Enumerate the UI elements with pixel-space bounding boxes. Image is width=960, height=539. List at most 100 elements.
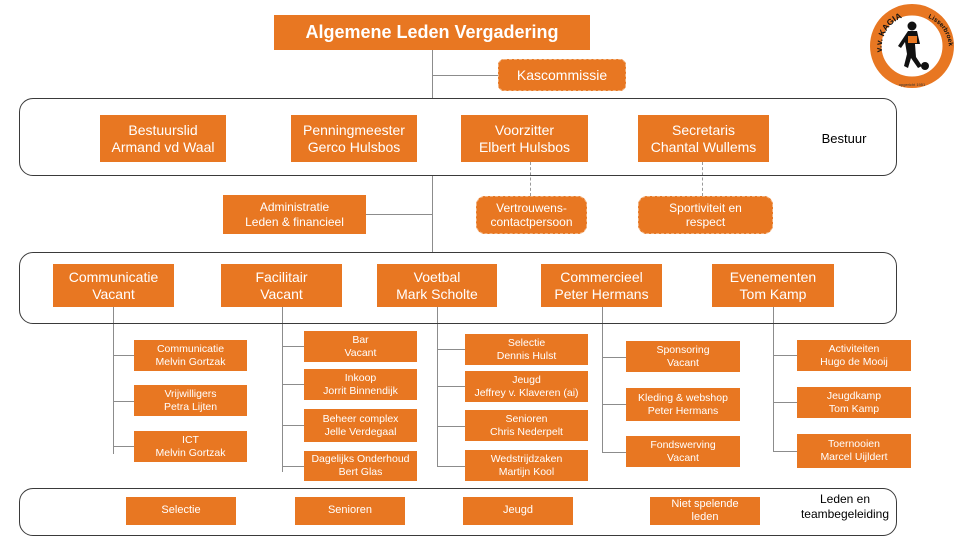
bestuur-member: Voorzitter Elbert Hulsbos <box>461 115 588 162</box>
leden-group-box: Jeugd <box>463 497 573 525</box>
kagia-logo: v.v. KAGIA Lisserbroek opgericht 1951 <box>870 4 954 88</box>
commissie-box: Commercieel Peter Hermans <box>541 264 662 307</box>
sub-title: Communicatie <box>156 342 225 355</box>
sub-person: Peter Hermans <box>647 404 719 417</box>
ball <box>921 62 929 70</box>
commissie-lead: Vacant <box>92 285 135 302</box>
kascommissie-box: Kascommissie <box>498 59 626 91</box>
sub-box: Kleding & webshop Peter Hermans <box>626 388 740 421</box>
sub-box: Beheer complex Jelle Verdegaal <box>304 409 417 442</box>
commissie-name: Commercieel <box>560 268 643 285</box>
commissies-band <box>19 252 897 324</box>
sub-title: Inkoop <box>344 371 377 384</box>
sub-title: Selectie <box>507 336 546 349</box>
sub-box: Jeugd Jeffrey v. Klaveren (ai) <box>465 371 588 402</box>
sub-person: Tom Kamp <box>828 402 880 415</box>
role: Bestuurslid <box>128 121 198 138</box>
vertrouwens-line1: Vertrouwens- <box>496 200 567 215</box>
commissie-name: Evenementen <box>729 268 817 285</box>
sub-person: Melvin Gortzak <box>155 446 226 459</box>
sub-title: ICT <box>182 433 199 446</box>
sub-person: Melvin Gortzak <box>155 355 226 368</box>
sub-title: Bar <box>352 333 369 346</box>
sub-title: Senioren <box>505 412 548 425</box>
sub-box: Senioren Chris Nederpelt <box>465 410 588 441</box>
leden-label-line2: teambegeleiding <box>800 507 890 521</box>
administratie-box: Administratie Leden & financieel <box>223 195 366 234</box>
sub-person: Marcel Uijldert <box>820 451 888 463</box>
bestuur-band <box>19 98 897 176</box>
sub-box: Sponsoring Vacant <box>626 341 740 372</box>
sub-box: Selectie Dennis Hulst <box>465 334 588 365</box>
bestuur-member: Secretaris Chantal Wullems <box>638 115 769 162</box>
sub-title: Sponsoring <box>656 343 710 356</box>
sub-box: Dagelijks Onderhoud Bert Glas <box>304 451 417 481</box>
commissie-lead: Tom Kamp <box>739 285 807 302</box>
leden-group-box: Niet spelende leden <box>650 497 760 525</box>
leden-group-box: Senioren <box>295 497 405 525</box>
kascommissie-label: Kascommissie <box>516 66 608 83</box>
name: Armand vd Waal <box>111 138 215 155</box>
player-head <box>907 21 917 31</box>
administratie-line1: Administratie <box>259 200 330 215</box>
bestuur-member: Bestuurslid Armand vd Waal <box>100 115 226 162</box>
commissie-box: Voetbal Mark Scholte <box>377 264 497 307</box>
leden-label: Leden en teambegeleiding <box>790 492 900 522</box>
sub-person: Petra Lijten <box>163 400 218 413</box>
sportiviteit-line2: respect <box>685 215 726 229</box>
commissie-name: Communicatie <box>68 268 159 285</box>
sub-box: Vrijwilligers Petra Lijten <box>134 385 247 416</box>
sub-box: Wedstrijdzaken Martijn Kool <box>465 450 588 481</box>
sub-title: Wedstrijdzaken <box>490 452 563 465</box>
leden-label-line1: Leden en <box>819 492 871 506</box>
leden-group-label: Jeugd <box>503 504 533 517</box>
name: Gerco Hulsbos <box>307 138 401 155</box>
sportiviteit-box: Sportiviteit en respect <box>638 196 773 234</box>
sub-title: Kleding & webshop <box>638 391 728 404</box>
commissie-lead: Peter Hermans <box>554 285 649 302</box>
sub-title: Jeugdkamp <box>826 389 882 402</box>
algemene-leden-vergadering-box: Algemene Leden Vergadering <box>274 15 590 50</box>
sub-person: Vacant <box>667 451 699 464</box>
leden-group-label: Selectie <box>161 504 201 517</box>
sub-person: Dennis Hulst <box>496 349 557 362</box>
sub-person: Jelle Verdegaal <box>324 425 397 438</box>
sub-box: Activiteiten Hugo de Mooij <box>797 340 911 371</box>
commissie-lead: Vacant <box>260 285 303 302</box>
sub-box: Communicatie Melvin Gortzak <box>134 340 247 371</box>
commissie-box: Evenementen Tom Kamp <box>712 264 834 307</box>
sub-box: Inkoop Jorrit Binnendijk <box>304 369 417 400</box>
leden-group-box: Selectie <box>126 497 236 525</box>
sub-box: Bar Vacant <box>304 331 417 362</box>
sub-person: Chris Nederpelt <box>490 425 563 438</box>
sub-box: Jeugdkamp Tom Kamp <box>797 387 911 418</box>
role: Voorzitter <box>494 121 555 138</box>
sub-person: Jeffrey v. Klaveren (ai) <box>474 386 579 399</box>
sub-title: Toernooien <box>828 438 880 451</box>
sub-box: ICT Melvin Gortzak <box>134 431 247 462</box>
sub-person: Bert Glas <box>338 466 383 478</box>
commissie-box: Facilitair Vacant <box>221 264 342 307</box>
algemene-leden-vergadering-label: Algemene Leden Vergadering <box>305 21 559 42</box>
commissie-box: Communicatie Vacant <box>53 264 174 307</box>
commissie-name: Voetbal <box>413 268 461 285</box>
sub-title: Dagelijks Onderhoud <box>311 453 410 466</box>
sub-person: Hugo de Mooij <box>820 355 888 368</box>
leden-group-label: Senioren <box>327 504 373 517</box>
role: Penningmeester <box>303 121 405 138</box>
niet-spelende-line1: Niet spelende <box>671 497 739 510</box>
vertrouwens-line2: contactpersoon <box>490 215 573 229</box>
niet-spelende-line2: leden <box>691 511 719 523</box>
leden-band <box>19 488 897 536</box>
sub-title: Jeugd <box>512 373 541 386</box>
name: Elbert Hulsbos <box>478 138 571 155</box>
sub-title: Fondswerving <box>650 438 716 451</box>
logo-founded: opgericht 1951 <box>899 82 926 87</box>
role: Secretaris <box>671 121 736 138</box>
administratie-line2: Leden & financieel <box>245 214 344 229</box>
sportiviteit-line1: Sportiviteit en <box>669 200 742 215</box>
sub-box: Toernooien Marcel Uijldert <box>797 434 911 468</box>
sub-person: Jorrit Binnendijk <box>323 384 398 397</box>
sub-person: Martijn Kool <box>498 465 555 478</box>
bestuur-label: Bestuur <box>821 131 867 146</box>
